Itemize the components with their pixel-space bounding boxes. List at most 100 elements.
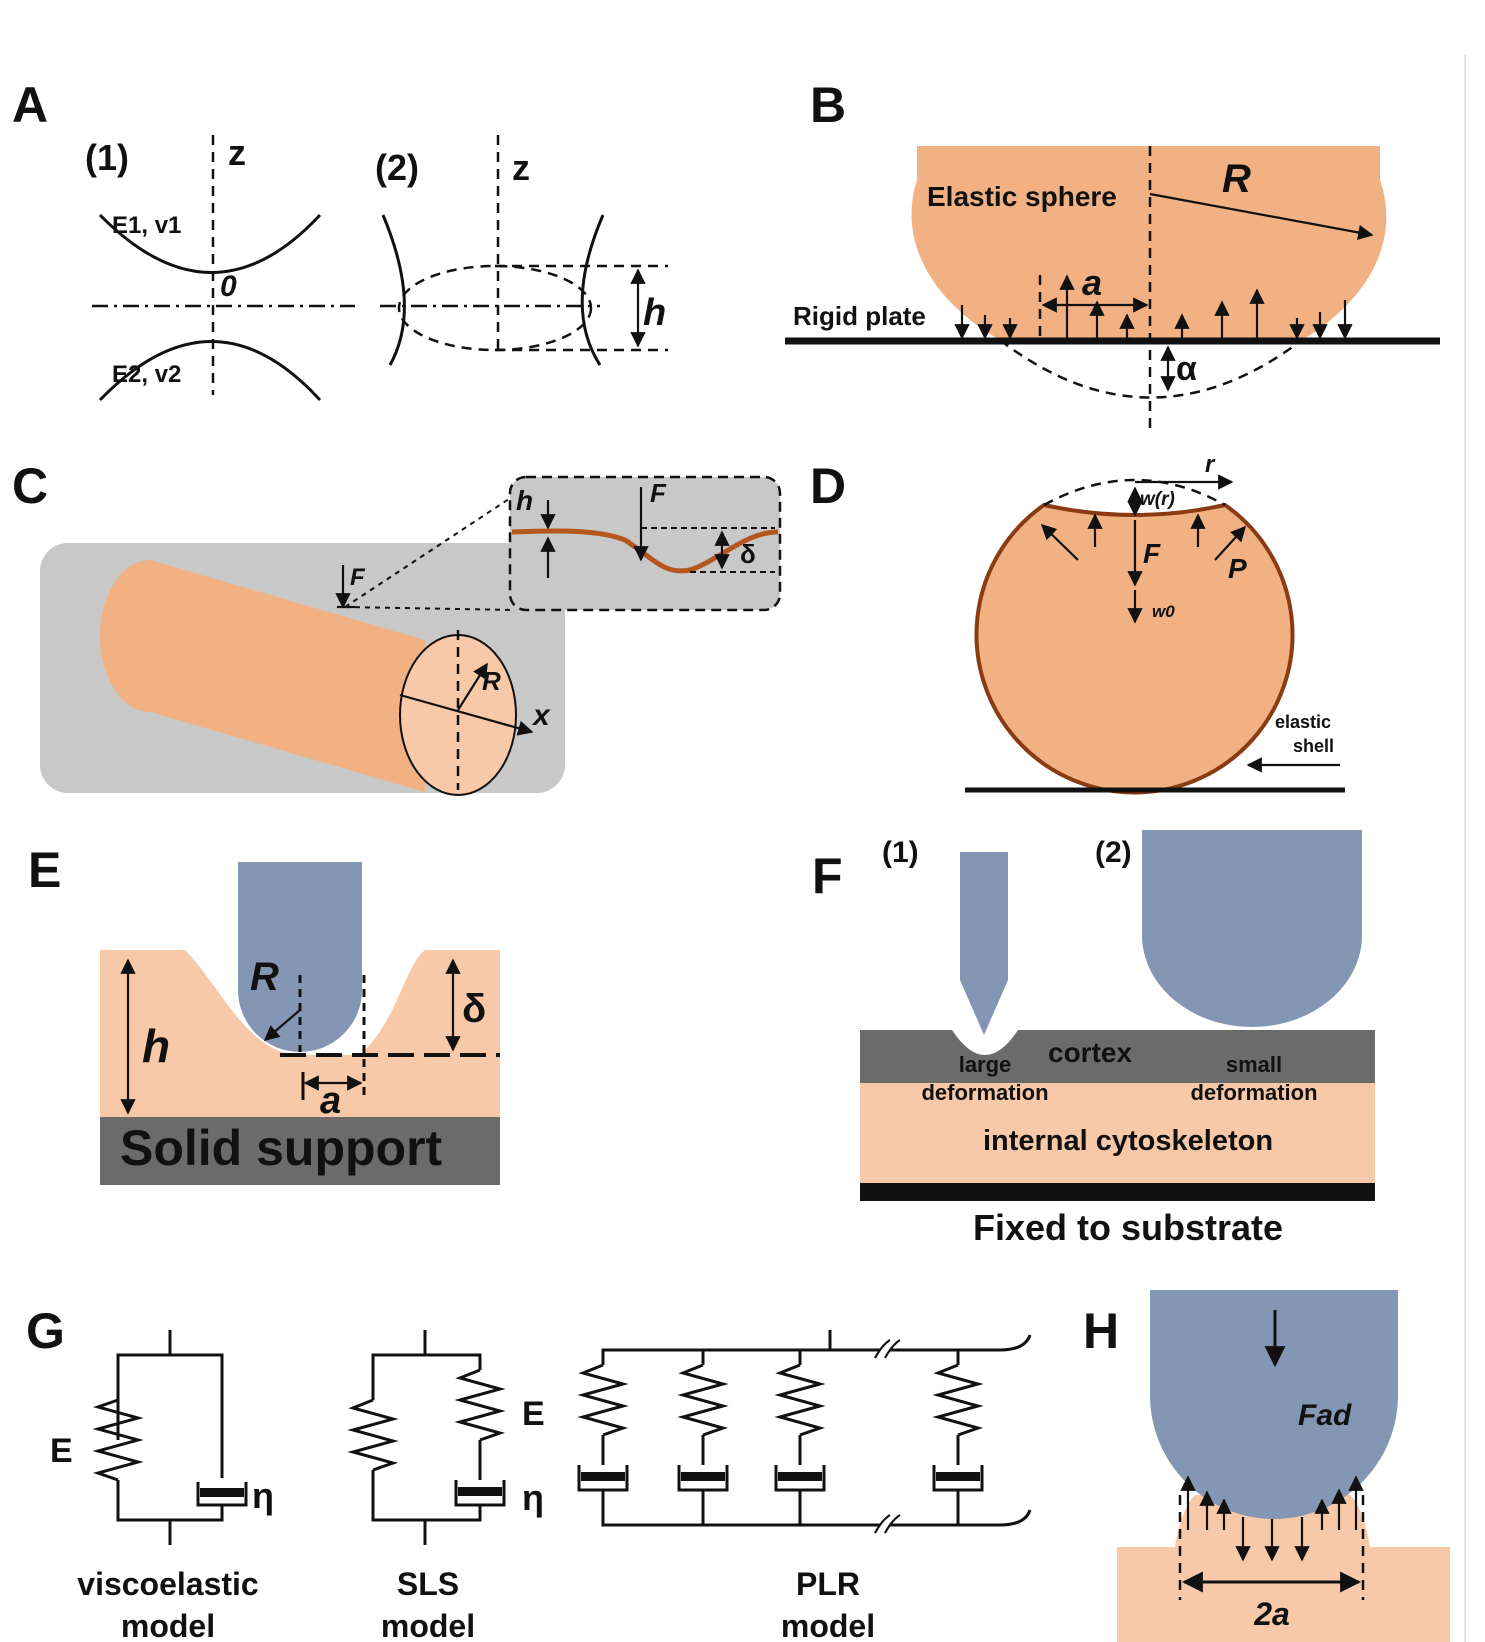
plr-branch-2 — [677, 1350, 729, 1525]
delta-label-c: δ — [740, 539, 756, 569]
radius-arrow-c — [457, 662, 488, 711]
panel-a-letter: A — [12, 77, 48, 133]
panel-b-letter: B — [810, 77, 846, 133]
h-label-a: h — [643, 292, 666, 334]
panel-a-sub1: (1) — [85, 137, 129, 178]
e1-label: E1, v1 — [112, 212, 181, 239]
small-label-2: deformation — [1190, 1080, 1317, 1105]
p-label: P — [1228, 553, 1247, 584]
panel-b: B Elastic sphere R Rigid plate a — [785, 77, 1440, 430]
x-label: x — [531, 699, 551, 732]
substrate-bar — [860, 1183, 1375, 1201]
panel-f-sub2: (2) — [1095, 836, 1132, 869]
panel-f-letter: F — [812, 848, 843, 904]
panel-a-sub2: (2) — [375, 147, 419, 188]
zoom-line-bottom — [344, 606, 516, 611]
panel-g-letter: G — [26, 1303, 65, 1359]
large-label-2: deformation — [921, 1080, 1048, 1105]
delta-label-e: δ — [462, 987, 486, 1031]
adhesion-arrows-down — [954, 300, 1353, 340]
z-label-1: z — [228, 132, 246, 173]
z-label-2: z — [512, 147, 530, 188]
cytoskeleton-layer — [860, 1083, 1375, 1183]
rigid-plate-label: Rigid plate — [793, 301, 926, 331]
plr-branch-1 — [577, 1363, 629, 1492]
panel-h-letter: H — [1083, 1303, 1119, 1359]
eta-label-g2: η — [522, 1477, 544, 1518]
viscoelastic-label: viscoelastic — [77, 1566, 258, 1602]
cortex-label: cortex — [1048, 1037, 1132, 1068]
force-label-c2: F — [650, 478, 667, 508]
panel-e-letter: E — [28, 842, 61, 898]
elastic-sphere — [911, 146, 1387, 340]
sls-label: SLS — [397, 1566, 459, 1602]
wr-label: w(r) — [1140, 489, 1175, 510]
plr-circuit — [601, 1330, 1032, 1534]
fad-label: Fad — [1298, 1399, 1352, 1432]
e-label-g1: E — [50, 1432, 73, 1470]
large-dent — [952, 1030, 1018, 1055]
panel-a: A (1) z E1, v1 E2, v2 0 (2) z h — [12, 77, 668, 402]
force-label-d: F — [1143, 538, 1161, 569]
radius-label-b: R — [1222, 157, 1251, 201]
h-up-arrows — [1180, 1475, 1364, 1530]
radius-arrow-b — [1149, 192, 1374, 241]
undeformed-outline — [999, 339, 1303, 399]
h-indenter — [1150, 1290, 1398, 1519]
upper-sphere-arc — [98, 213, 322, 274]
radius-arrow-e — [263, 1009, 301, 1042]
panel-g: G E η viscoelastic model E η — [26, 1303, 1032, 1642]
h-label-e: h — [142, 1020, 170, 1072]
sls-circuit — [347, 1330, 506, 1545]
alpha-label: α — [1176, 350, 1197, 388]
origin-label: 0 — [220, 270, 237, 303]
sharp-tip — [960, 852, 1008, 1035]
e2-label: E2, v2 — [112, 361, 181, 388]
viscoelastic-model-label: model — [121, 1608, 215, 1642]
panel-d: D r w(r) F w0 P elastic shell — [810, 451, 1345, 795]
fixed-substrate-label: Fixed to substrate — [973, 1207, 1283, 1248]
w0-label: w0 — [1152, 602, 1175, 621]
lower-sphere-arc — [98, 340, 322, 402]
shell-label: shell — [1293, 736, 1334, 756]
small-label-1: small — [1226, 1052, 1282, 1077]
h-sample — [1117, 1495, 1450, 1642]
radius-label-e: R — [250, 955, 279, 999]
cylinder-body — [100, 560, 425, 792]
two-a-label: 2a — [1253, 1596, 1290, 1632]
spherical-tip — [1142, 830, 1362, 1027]
force-label-c1: F — [350, 564, 366, 591]
r-label: r — [1205, 451, 1216, 478]
radius-label-c: R — [482, 666, 501, 696]
panel-e: E Solid support h δ R a — [28, 842, 500, 1185]
h-label-c: h — [516, 485, 533, 516]
panel-f-sub1: (1) — [882, 836, 919, 869]
zoom-line-top — [344, 494, 516, 608]
panel-d-letter: D — [810, 458, 846, 514]
left-arc-2 — [381, 214, 406, 366]
c-inset — [508, 475, 782, 612]
a-label-e: a — [320, 1080, 341, 1122]
pressure-arrows-up — [1059, 274, 1265, 338]
plr-label: PLR — [796, 1566, 860, 1602]
viscoelastic-circuit — [92, 1330, 248, 1545]
panel-f: F (1) (2) cortex large deformation small… — [812, 830, 1375, 1248]
solid-support — [100, 1117, 500, 1185]
elastic-label: elastic — [1275, 712, 1331, 732]
pressure-arrow-d4 — [1214, 525, 1247, 561]
large-label-1: large — [959, 1052, 1012, 1077]
plr-model-label: model — [781, 1608, 875, 1642]
panel-c: C x R F h F δ — [12, 458, 782, 796]
internal-cytoskeleton-label: internal cytoskeleton — [983, 1125, 1273, 1157]
panel-c-letter: C — [12, 458, 48, 514]
eta-label-g1: η — [252, 1475, 274, 1516]
e-sample — [100, 950, 500, 1120]
panel-h: H Fad 2a — [1083, 1290, 1450, 1642]
x-axis-arrow — [399, 693, 534, 736]
pressure-arrow-d1 — [1040, 523, 1079, 561]
elastic-sphere-label: Elastic sphere — [927, 181, 1117, 212]
solid-support-label: Solid support — [120, 1120, 443, 1176]
deflected-beam — [511, 528, 779, 574]
sls-model-label: model — [381, 1608, 475, 1642]
h-down-arrows — [1235, 1517, 1310, 1562]
